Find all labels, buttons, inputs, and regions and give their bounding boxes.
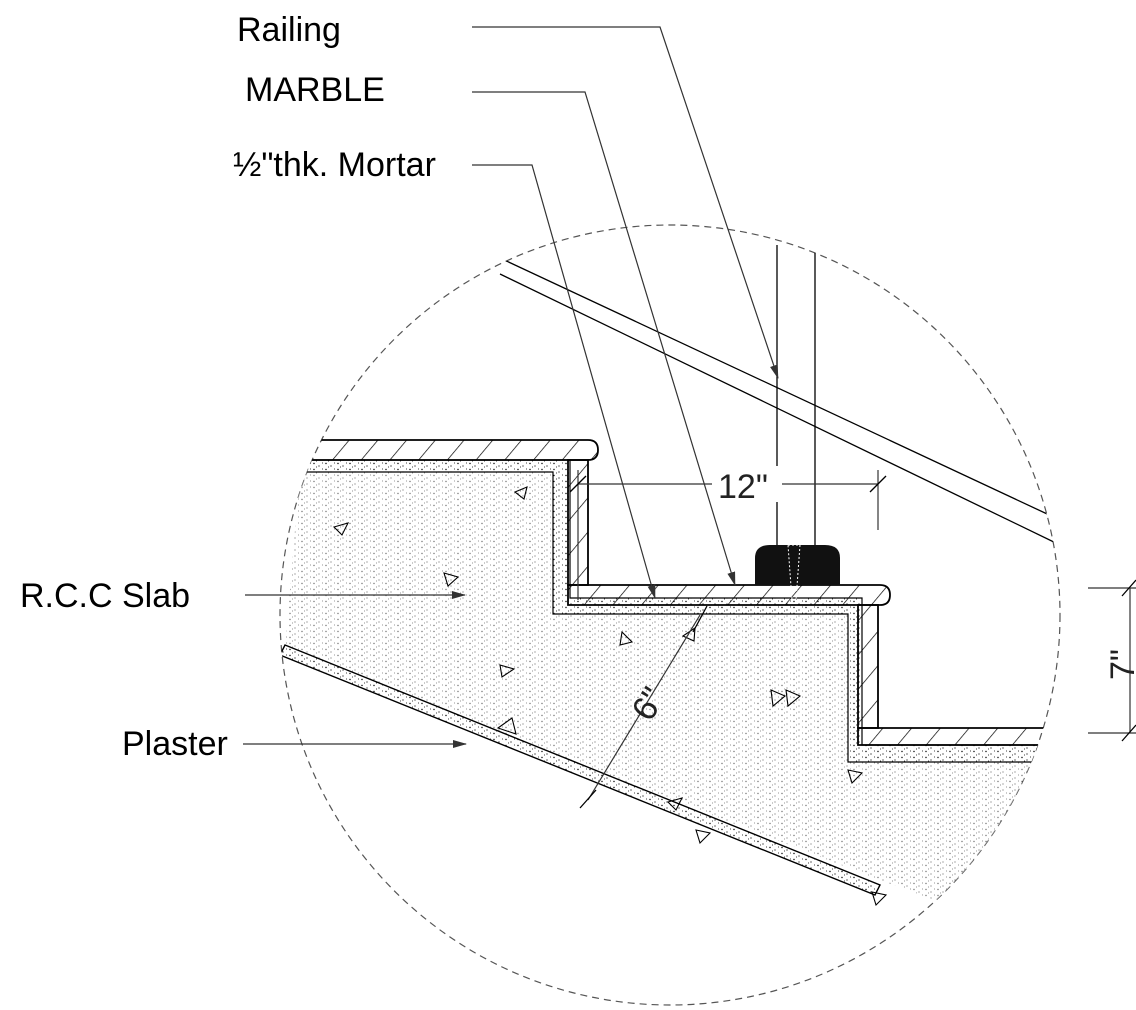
dimension-riser-text: 7" [1104,649,1136,680]
detail-boundary-circle [279,224,1061,1006]
marble-tread-lower [857,727,1060,746]
marble-riser-lower [857,604,879,729]
dimension-riser [1088,579,1136,742]
railing-post [755,245,840,601]
label-rcc-slab: R.C.C Slab [20,577,190,615]
dimension-tread [569,466,887,600]
dimension-waist [579,605,708,809]
stair-section [280,245,1060,960]
dimension-tread-text: 12" [718,468,768,506]
marble-tread-middle [567,584,891,606]
handrail [499,257,1060,546]
aggregate-symbols [332,486,888,907]
marble-tread-upper [299,439,599,461]
label-railing: Railing [237,11,341,49]
label-mortar: ½"thk. Mortar [233,146,436,184]
railing-base-plate [755,545,840,585]
rcc-slab-body [285,470,1060,960]
label-marble: MARBLE [245,71,385,109]
callout-leaders [243,26,779,748]
label-plaster: Plaster [122,725,228,763]
